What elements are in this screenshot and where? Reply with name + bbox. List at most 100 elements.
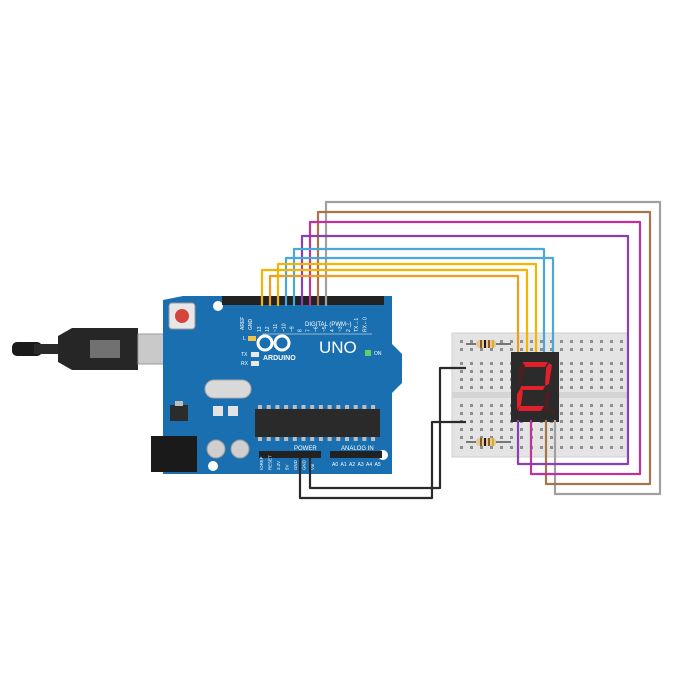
breadboard-hole — [540, 446, 543, 449]
segment-b — [545, 363, 552, 386]
power-pin-label: 3.3V — [276, 461, 281, 470]
segment-a — [522, 362, 548, 367]
breadboard-hole — [570, 340, 573, 343]
breadboard-hole — [560, 386, 563, 389]
chip-pin — [327, 437, 332, 441]
mounting-hole — [208, 461, 218, 471]
breadboard-hole — [460, 412, 463, 415]
breadboard-hole — [610, 362, 613, 365]
breadboard-hole — [460, 340, 463, 343]
breadboard-hole — [470, 420, 473, 423]
breadboard-hole — [500, 436, 503, 439]
digital-pin-label: 13 — [257, 326, 263, 332]
breadboard-hole — [600, 436, 603, 439]
breadboard-hole — [490, 378, 493, 381]
breadboard-hole — [580, 386, 583, 389]
breadboard-hole — [620, 378, 623, 381]
digital-pin-label: TX→1 — [354, 318, 360, 332]
breadboard-hole — [580, 378, 583, 381]
breadboard-hole — [460, 348, 463, 351]
breadboard-hole — [560, 446, 563, 449]
breadboard-hole — [560, 348, 563, 351]
breadboard-hole — [620, 436, 623, 439]
chip-pin — [353, 405, 358, 409]
led-l — [248, 336, 256, 341]
chip-pin — [327, 405, 332, 409]
breadboard-hole — [590, 428, 593, 431]
breadboard-hole — [470, 370, 473, 373]
chip-pin — [284, 405, 289, 409]
digital-pin-label: ~6 — [314, 326, 320, 332]
decimal-point — [551, 410, 555, 414]
breadboard-hole — [600, 378, 603, 381]
breadboard-hole — [590, 378, 593, 381]
seven-segment-display — [511, 352, 559, 422]
breadboard-hole — [560, 362, 563, 365]
breadboard-hole — [560, 412, 563, 415]
chip-pin — [362, 437, 367, 441]
chip-pin — [353, 437, 358, 441]
segment-f — [519, 363, 525, 385]
digital-label: DIGITAL (PWM~) — [305, 322, 352, 328]
breadboard-hole — [590, 436, 593, 439]
analog-pin-label: A2 — [349, 462, 355, 468]
breadboard-hole — [500, 378, 503, 381]
logo-loop-left — [256, 334, 274, 352]
breadboard-hole — [510, 348, 513, 351]
chip-pin — [371, 405, 376, 409]
chip-pin — [310, 437, 315, 441]
breadboard-hole — [540, 340, 543, 343]
analog-pin-label: A1 — [341, 462, 347, 468]
chip-pin — [301, 437, 306, 441]
breadboard-hole — [480, 348, 483, 351]
analog-label: ANALOG IN — [341, 446, 374, 452]
chip-pin — [266, 405, 271, 409]
breadboard-hole — [620, 348, 623, 351]
mounting-hole — [213, 301, 223, 311]
logo-loop-right — [273, 334, 291, 352]
pin-label-gnd: GND — [248, 319, 254, 331]
resistor-bottom — [466, 438, 511, 446]
breadboard-hole — [580, 348, 583, 351]
breadboard-hole — [470, 446, 473, 449]
chip-pin — [336, 437, 341, 441]
crystal-oscillator — [204, 379, 252, 399]
breadboard-hole — [480, 412, 483, 415]
chip-pin — [336, 405, 341, 409]
segment-d — [518, 406, 544, 411]
breadboard-hole — [480, 446, 483, 449]
digital-pin-label: 2 — [346, 329, 352, 332]
segment-c — [544, 389, 551, 412]
breadboard-hole — [470, 412, 473, 415]
wire-blue — [284, 256, 555, 352]
electrolytic-capacitor — [206, 439, 226, 459]
breadboard-hole — [540, 348, 543, 351]
breadboard-hole — [490, 404, 493, 407]
capacitor — [213, 406, 223, 416]
wire-purple — [300, 234, 630, 466]
breadboard-hole — [460, 370, 463, 373]
breadboard-hole — [590, 412, 593, 415]
breadboard-hole — [590, 370, 593, 373]
breadboard-hole — [520, 348, 523, 351]
chip-pin — [284, 437, 289, 441]
breadboard-hole — [610, 412, 613, 415]
wire-yellow — [276, 262, 538, 352]
segment-e — [517, 389, 523, 410]
digital-pin-label: 7 — [306, 329, 312, 332]
breadboard-hole — [500, 386, 503, 389]
chip-pins — [258, 405, 376, 441]
breadboard-hole — [600, 362, 603, 365]
power-pin-label: GND — [293, 460, 298, 470]
segment-g — [520, 386, 545, 390]
capacitor — [228, 406, 238, 416]
breadboard-hole — [500, 412, 503, 415]
breadboard-hole — [550, 446, 553, 449]
breadboard-hole — [480, 404, 483, 407]
breadboard-hole — [500, 370, 503, 373]
resistor-top — [466, 340, 511, 348]
breadboard-hole — [610, 404, 613, 407]
breadboard-hole — [470, 428, 473, 431]
breadboard-hole — [590, 348, 593, 351]
chip-pin — [258, 405, 262, 409]
